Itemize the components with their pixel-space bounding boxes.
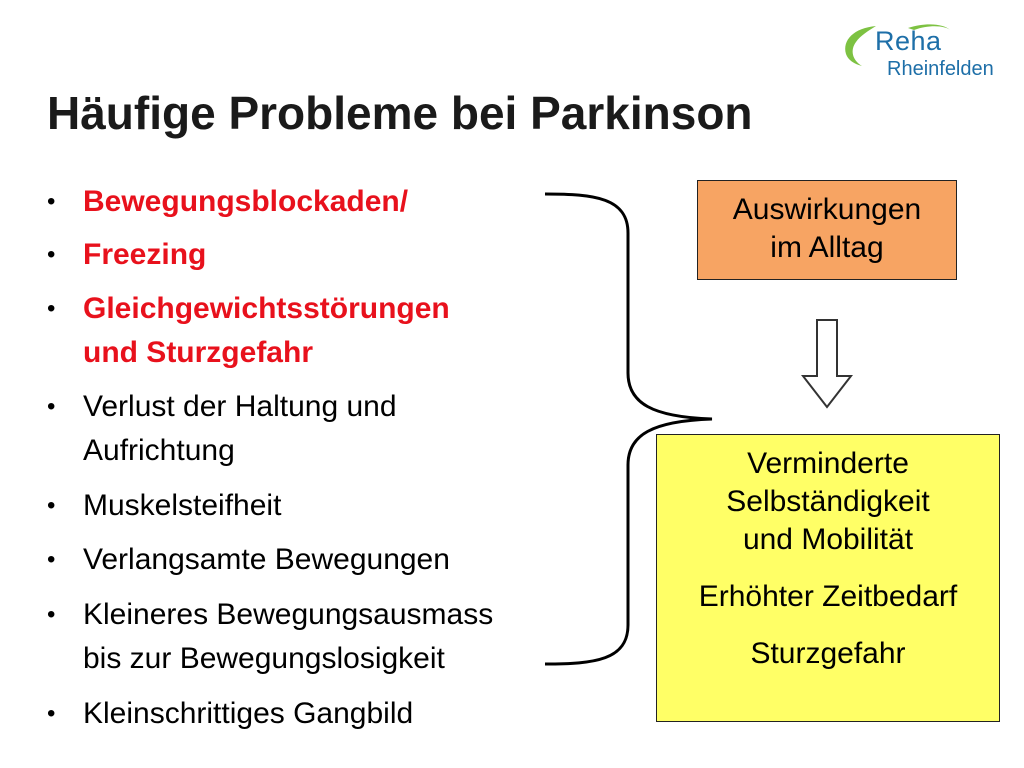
bullet-dot-icon: •: [47, 700, 56, 727]
consequence-line: und Mobilität: [742, 523, 914, 556]
consequence-line: Verminderte: [747, 447, 909, 480]
impact-box-line: im Alltag: [770, 231, 884, 264]
consequence-line: Erhöhter Zeitbedarf: [698, 580, 958, 613]
bullet-dot-icon: •: [47, 241, 56, 268]
slide-title: Häufige Probleme bei Parkinson: [47, 87, 753, 139]
bullet-text: Verlust der Haltung und: [83, 390, 397, 423]
bullet-text: Muskelsteifheit: [83, 489, 282, 522]
bullet-text: Freezing: [83, 238, 207, 271]
bullet-dot-icon: •: [47, 601, 56, 628]
bullet-text-continued: und Sturzgefahr: [83, 336, 313, 369]
bullet-text-continued: bis zur Bewegungslosigkeit: [83, 642, 445, 675]
bullet-text: Verlangsamte Bewegungen: [83, 543, 450, 576]
logo-text-reha: Reha: [875, 26, 942, 56]
bullet-dot-icon: •: [47, 188, 56, 215]
consequence-line: Selbständigkeit: [726, 485, 930, 518]
down-arrow-icon: [801, 319, 853, 409]
bullet-text: Kleineres Bewegungsausmass: [83, 598, 494, 631]
bullet-dot-icon: •: [47, 393, 56, 420]
impact-box: Auswirkungen im Alltag: [697, 180, 957, 280]
logo-text-rheinfelden: Rheinfelden: [887, 58, 994, 80]
impact-box-line: Auswirkungen: [732, 193, 922, 226]
bullet-dot-icon: •: [47, 546, 56, 573]
consequence-line: Sturzgefahr: [750, 637, 906, 670]
bullet-text: Bewegungsblockaden/: [83, 185, 409, 218]
reha-rheinfelden-logo: Reha Rheinfelden: [838, 20, 1008, 82]
bullet-dot-icon: •: [47, 295, 56, 322]
consequence-box: Verminderte Selbständigkeit und Mobilitä…: [656, 434, 1000, 722]
bullet-dot-icon: •: [47, 492, 56, 519]
bullet-text-continued: Aufrichtung: [83, 434, 235, 467]
bullet-text: Kleinschrittiges Gangbild: [83, 697, 414, 730]
curly-brace-icon: [544, 192, 713, 666]
logo-swoosh-icon: [845, 24, 950, 66]
bullet-text: Gleichgewichtsstörungen: [83, 292, 450, 325]
